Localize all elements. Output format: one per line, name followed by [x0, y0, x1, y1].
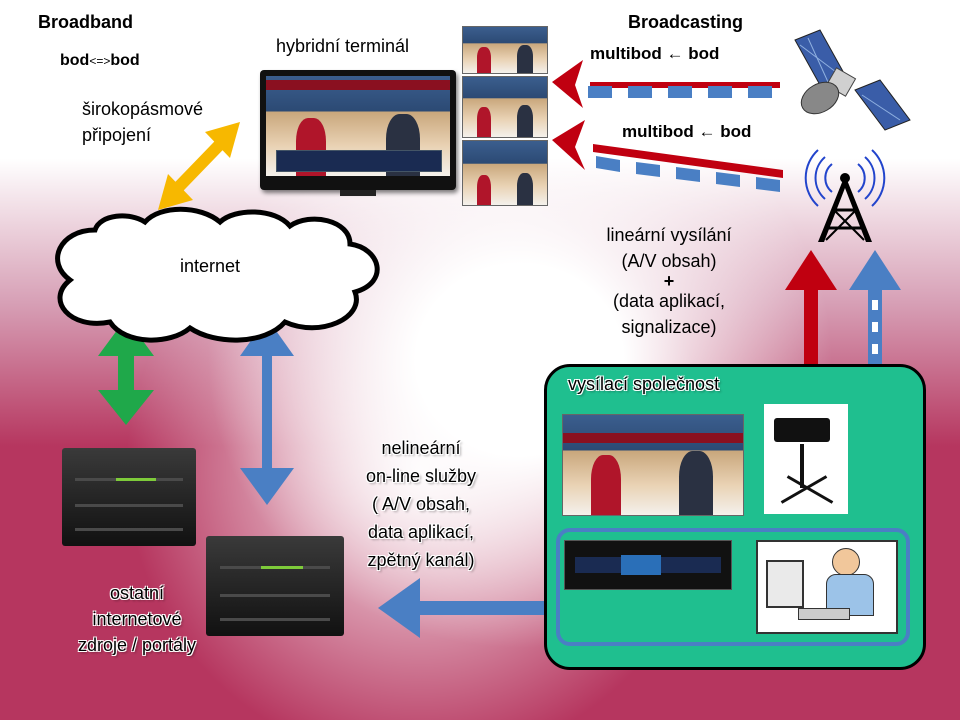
- nonlinear-line3: ( A/V obsah,: [371, 494, 471, 514]
- tv-tower-icon: [804, 149, 886, 242]
- linear-line3: (data aplikací,: [612, 291, 726, 311]
- channel-thumb-3: [462, 140, 548, 206]
- broadband-mode-arrow: <=>: [89, 54, 111, 68]
- broadband-double-arrow: [158, 122, 240, 210]
- nonlinear-line4: data aplikací,: [367, 522, 475, 542]
- other-sources-label: ostatní internetové zdroje / portály: [52, 580, 222, 658]
- satellite-stream: [552, 60, 780, 108]
- linear-line2: (A/V obsah): [621, 251, 717, 271]
- sources-line3: zdroje / portály: [77, 635, 197, 655]
- linear-line1: lineární vysílání: [606, 225, 732, 245]
- linear-line4: signalizace): [621, 317, 717, 337]
- channel-thumb-2: [462, 76, 548, 138]
- nonlinear-services-label: nelineární on-line služby ( A/V obsah, d…: [346, 434, 496, 574]
- nonlinear-line1: nelineární: [381, 438, 461, 458]
- broadcasting-title: Broadcasting: [628, 12, 744, 32]
- sources-line2: internetové: [92, 609, 182, 629]
- terminal-label: hybridní terminál: [276, 36, 410, 56]
- sources-line1: ostatní: [109, 583, 165, 603]
- linear-broadcast-label: lineární vysílání (A/V obsah) + (data ap…: [594, 222, 744, 340]
- terrestrial-stream: [552, 120, 783, 192]
- broadband-connection-label: širokopásmové připojení: [82, 96, 203, 148]
- internet-cloud: [55, 206, 380, 343]
- camera-icon: [764, 404, 848, 514]
- server-2-icon: [206, 536, 344, 636]
- broadband-mode-left: bod: [60, 52, 90, 69]
- satellite-stream-label: multibod ← bod: [590, 44, 720, 63]
- red-up-arrow: [785, 250, 837, 383]
- broadcaster-label: vysílací společnost: [568, 374, 720, 394]
- nonlinear-line5: zpětný kanál): [367, 550, 475, 570]
- tv-screen: [266, 76, 450, 176]
- hybrid-terminal-tv: [260, 70, 456, 196]
- connection-line2: připojení: [82, 125, 152, 145]
- broadband-mode-right: bod: [110, 52, 140, 69]
- channel-thumb-1: [462, 26, 548, 74]
- server-1-icon: [62, 448, 196, 546]
- operator-workstation-image: [756, 540, 898, 634]
- tv-app-overlay: [276, 150, 442, 172]
- linear-plus: +: [663, 271, 675, 291]
- broadband-title: Broadband: [38, 12, 134, 32]
- blue-double-arrow: [240, 318, 294, 505]
- studio-image: [562, 414, 744, 516]
- broadband-mode: bod<=>bod: [60, 52, 140, 70]
- nonlinear-line2: on-line služby: [365, 466, 477, 486]
- satellite-icon: [794, 29, 911, 131]
- connection-line1: širokopásmové: [82, 99, 204, 119]
- news-banner: [266, 80, 450, 90]
- tv-stand: [340, 190, 376, 196]
- internet-label: internet: [180, 256, 241, 276]
- app-overlay-preview: [564, 540, 732, 590]
- terrestrial-stream-label: multibod ← bod: [622, 122, 752, 141]
